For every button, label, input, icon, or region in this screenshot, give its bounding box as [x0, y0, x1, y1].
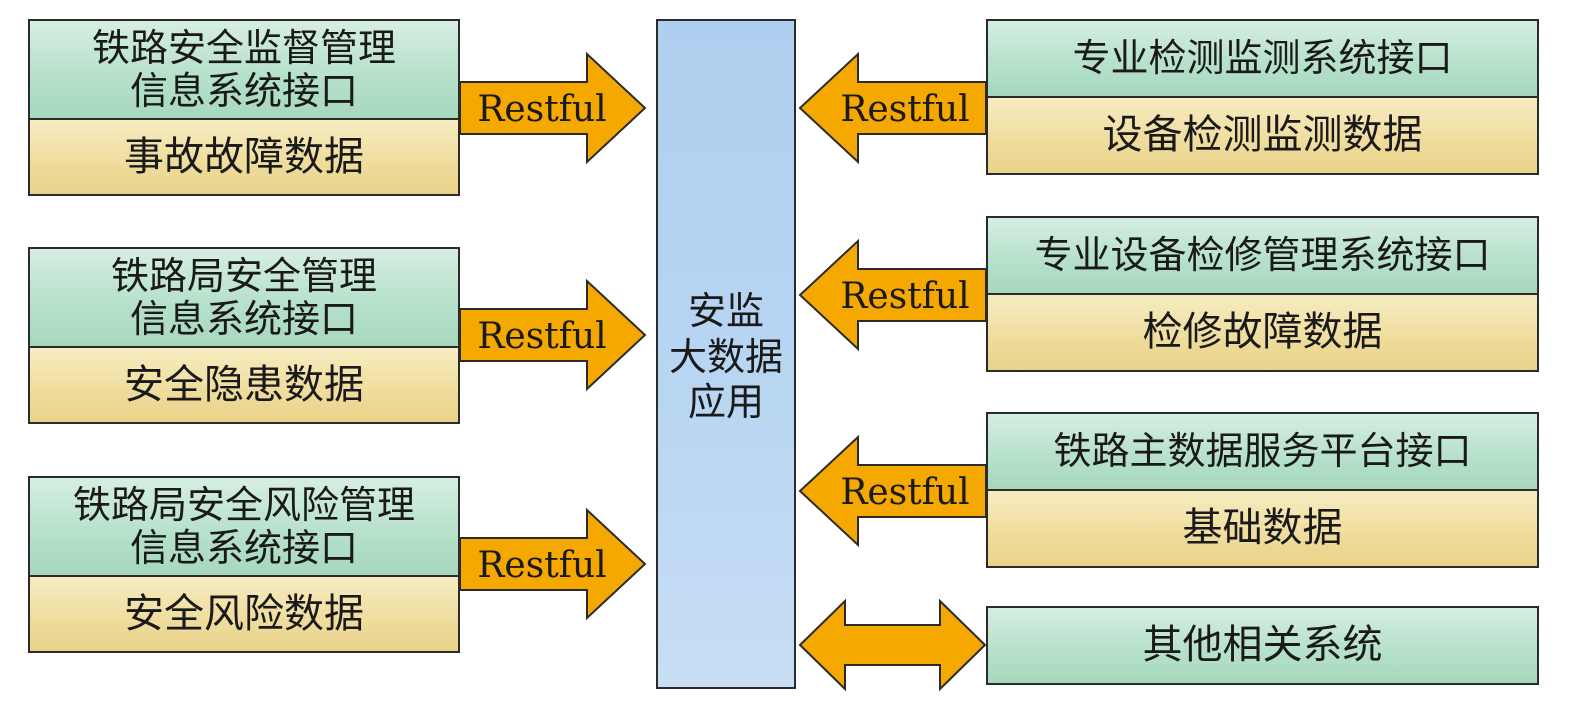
right-data-2: 检修故障数据: [986, 293, 1539, 372]
arrow-left-3-label: Restful: [477, 545, 606, 586]
arrow-right-2-label: Restful: [840, 276, 969, 317]
left-data-1: 事故故障数据: [28, 118, 460, 196]
arrow-right-3-label: Restful: [840, 472, 969, 513]
right-data-3: 基础数据: [986, 489, 1539, 568]
right-data-1: 设备检测监测数据: [986, 96, 1539, 175]
arrow-right-1-label: Restful: [840, 89, 969, 130]
arrow-right-1: Restful: [798, 51, 987, 165]
left-interface-1: 铁路安全监督管理 信息系统接口: [28, 19, 460, 120]
center-application-box: 安监 大数据 应用: [656, 19, 796, 689]
arrow-right-3: Restful: [798, 434, 987, 548]
right-interface-3: 铁路主数据服务平台接口: [986, 412, 1539, 491]
arrow-left-3: Restful: [459, 507, 647, 621]
arrow-bidirectional: [798, 598, 987, 692]
left-interface-2: 铁路局安全管理 信息系统接口: [28, 247, 460, 348]
arrow-right-2: Restful: [798, 238, 987, 352]
arrow-left-1: Restful: [459, 51, 647, 165]
arrow-left-2-label: Restful: [477, 316, 606, 357]
center-application-label: 安监 大数据 应用: [668, 289, 783, 425]
other-systems-box: 其他相关系统: [986, 606, 1539, 685]
arrow-left-2: Restful: [459, 278, 647, 392]
left-data-3: 安全风险数据: [28, 575, 460, 653]
left-interface-3: 铁路局安全风险管理 信息系统接口: [28, 476, 460, 577]
left-data-2: 安全隐患数据: [28, 346, 460, 424]
right-interface-2: 专业设备检修管理系统接口: [986, 216, 1539, 295]
arrow-left-1-label: Restful: [477, 89, 606, 130]
